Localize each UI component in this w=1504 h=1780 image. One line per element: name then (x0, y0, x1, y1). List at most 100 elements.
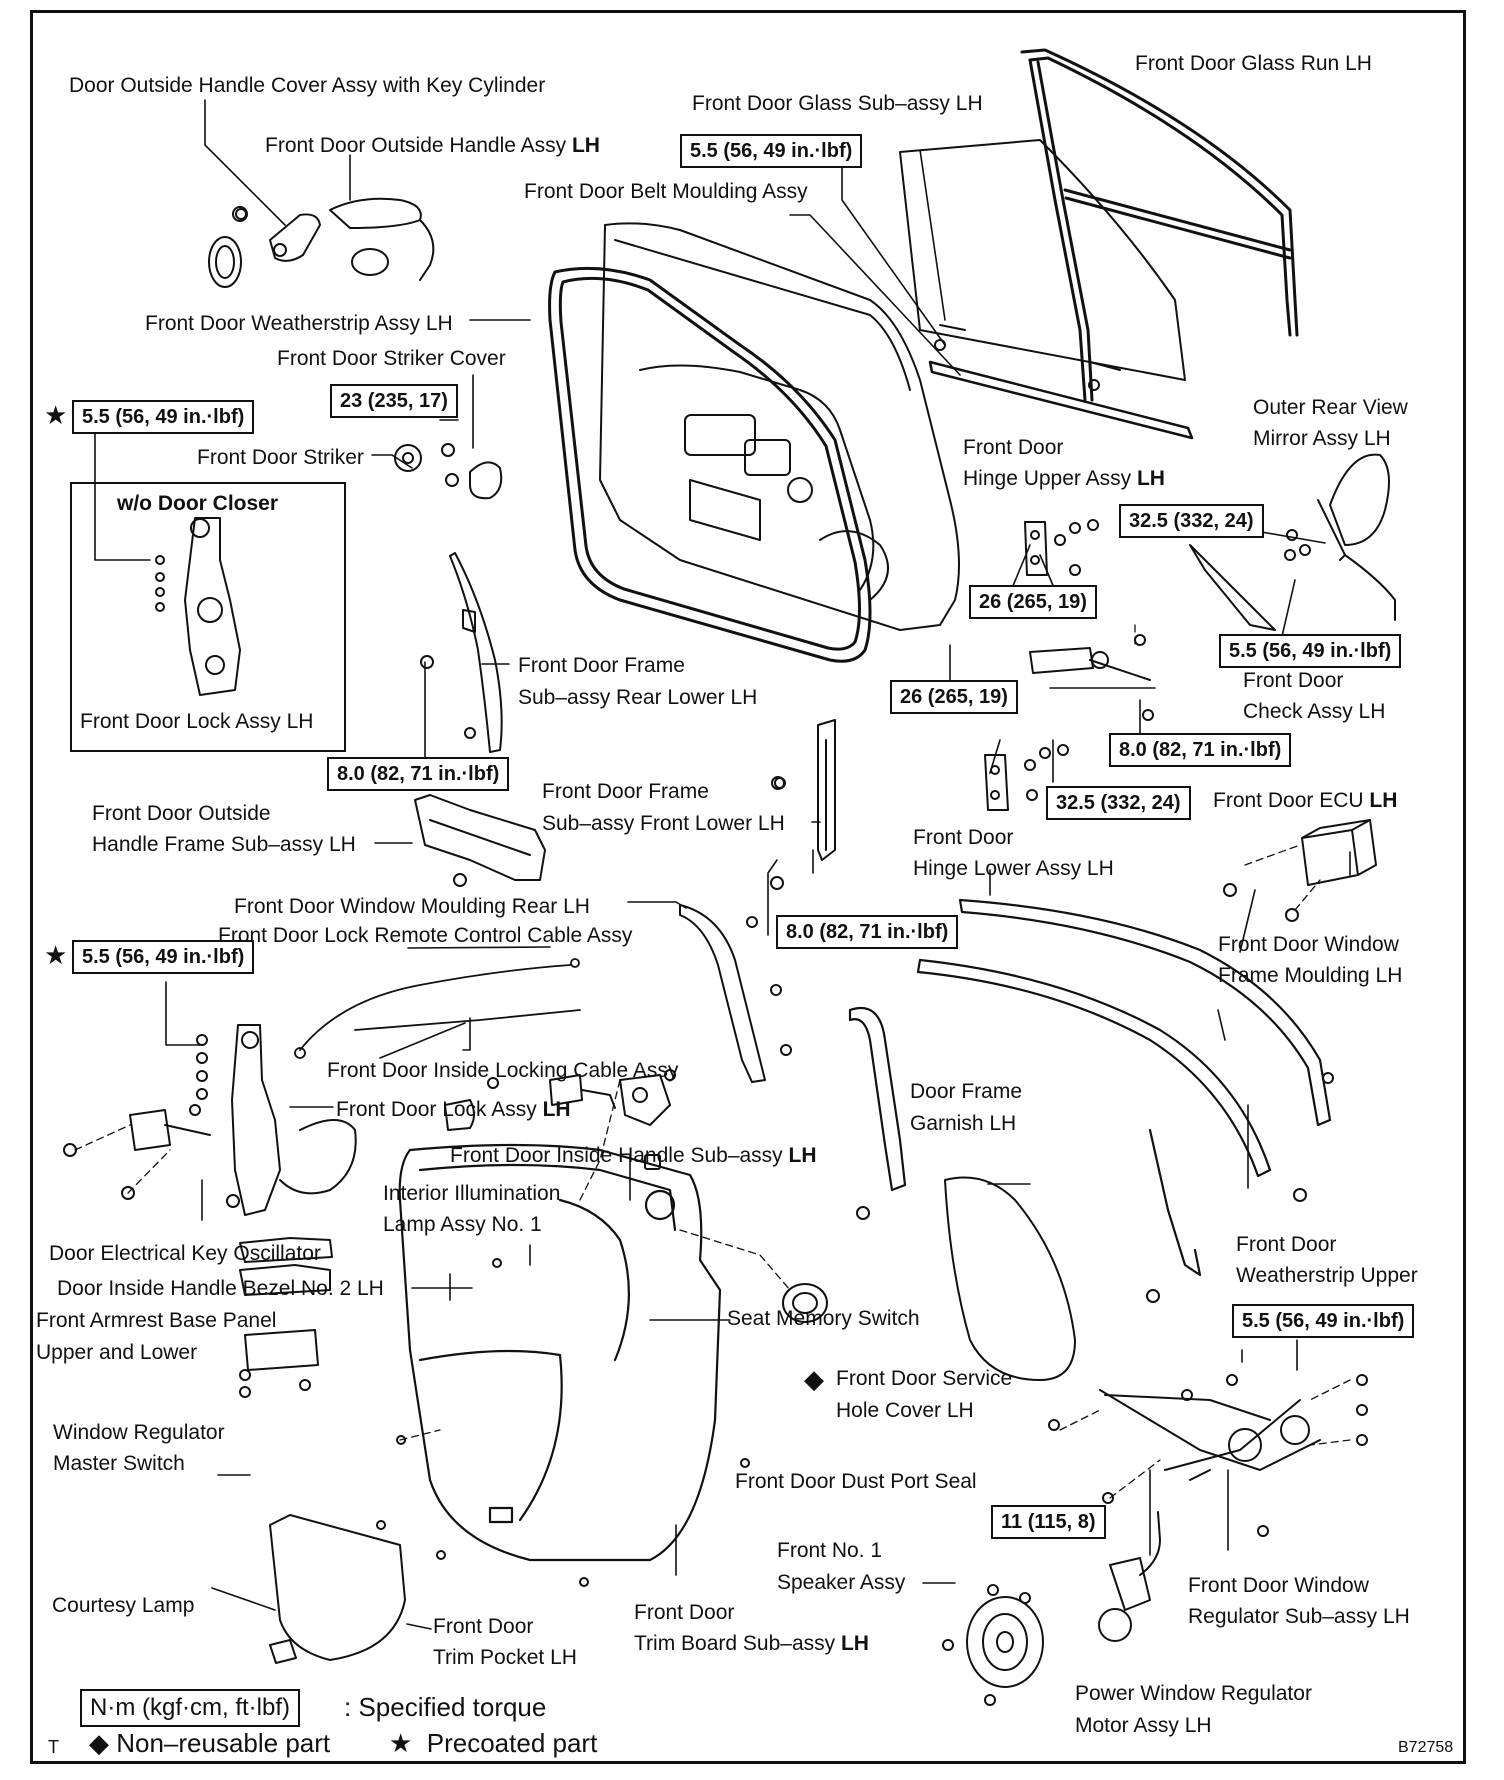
ecu-art (1223, 819, 1377, 922)
armrest-art (239, 1237, 333, 1398)
striker-art (394, 443, 503, 500)
label-illum-2: Lamp Assy No. 1 (383, 1213, 542, 1236)
label-outside-handle-text: Front Door Outside Handle Assy (265, 134, 567, 157)
label-motor-2: Motor Assy LH (1075, 1714, 1212, 1737)
label-glass-subassy-text: Front Door Glass Sub–assy (692, 92, 950, 115)
label-service-hole-2: Hole Cover LH (836, 1399, 974, 1422)
window-moulding-rear-art (679, 904, 792, 1083)
figure-id: B72758 (1398, 1739, 1454, 1756)
label-handle-frame-1: Front Door Outside (92, 802, 271, 825)
glass-run-art (1020, 48, 1299, 402)
label-key-oscillator: Door Electrical Key Oscillator (49, 1242, 321, 1265)
lock-lower-art (63, 1024, 357, 1216)
label-wo-closer: w/o Door Closer (117, 492, 279, 515)
label-outside-handle-lh: LH (571, 134, 600, 157)
precoated-star-icon-lower: ★ (44, 940, 68, 970)
label-handle-frame-2: Handle Frame Sub–assy LH (92, 833, 356, 856)
label-motor-1: Power Window Regulator (1075, 1682, 1312, 1705)
label-weatherstrip: Front Door Weatherstrip Assy LH (145, 312, 453, 335)
label-locking-cable: Front Door Inside Locking Cable Assy (327, 1059, 679, 1082)
label-frame-rear-2: Sub–assy Rear Lower LH (518, 686, 758, 709)
label-master-1: Window Regulator (53, 1421, 225, 1444)
label-ecu: Front Door ECU LH (1213, 785, 1397, 816)
label-lock-assy-lh: LH (542, 1098, 571, 1121)
regulator-art (1048, 1374, 1368, 1537)
label-inside-handle-text: Front Door Inside Handle Sub–assy (450, 1144, 783, 1167)
label-hinge-upper-2: Hinge Upper Assy LH (963, 463, 1165, 494)
torque-lock-top: 5.5 (56, 49 in.·lbf) (72, 400, 255, 434)
label-mirror-1: Outer Rear View (1253, 396, 1408, 419)
label-frame-front-1: Front Door Frame (542, 780, 709, 803)
frame-rear-lower-art (420, 552, 503, 753)
lock-closer-art (155, 517, 241, 696)
label-service-hole-1: Front Door Service (836, 1367, 1013, 1390)
label-hinge-upper-2-text: Hinge Upper Assy (963, 467, 1132, 490)
torque-check: 8.0 (82, 71 in.·lbf) (1109, 733, 1292, 767)
torque-regulator: 5.5 (56, 49 in.·lbf) (1232, 1304, 1415, 1338)
label-mirror-2: Mirror Assy LH (1253, 427, 1391, 450)
torque-glass: 5.5 (56, 49 in.·lbf) (680, 134, 863, 168)
label-frame-front-2: Sub–assy Front Lower LH (542, 812, 785, 835)
torque-hinge-lower-bolt: 32.5 (332, 24) (1046, 786, 1191, 820)
label-glass-subassy-lh: LH (955, 92, 983, 115)
label-bezel: Door Inside Handle Bezel No. 2 LH (57, 1277, 384, 1300)
dust-seal-art (782, 1283, 828, 1323)
legend-precoated: ★ Precoated part (389, 1726, 597, 1760)
label-striker-cover: Front Door Striker Cover (277, 347, 506, 370)
label-speaker-1-text: Front No. 1 (777, 1539, 883, 1562)
label-lock-assy: Front Door Lock Assy LH (336, 1094, 571, 1125)
loose-fasteners-art (235, 208, 1334, 1587)
torque-striker: 23 (235, 17) (330, 384, 458, 418)
label-glass-subassy: Front Door Glass Sub–assy LH (692, 88, 983, 119)
weatherstrip-art (548, 266, 872, 663)
label-frame-moulding-2: Frame Moulding LH (1218, 964, 1403, 987)
label-weather-upper-1: Front Door (1236, 1233, 1337, 1256)
label-lock-assy-text: Front Door Lock Assy (336, 1098, 537, 1121)
handle-frame-art (414, 794, 546, 887)
glass-art (899, 139, 1186, 381)
outside-handle-art (208, 197, 435, 288)
hinge-upper-art (1024, 519, 1099, 576)
without-door-closer-box: w/o Door Closer Front Door Lock Assy LH (70, 482, 346, 752)
belt-moulding-art (928, 360, 1194, 440)
label-trim-pocket-2: Trim Pocket LH (433, 1646, 577, 1669)
legend-nonreusable: ◆ Non–reusable part (89, 1726, 330, 1760)
mirror-art (1189, 453, 1396, 631)
label-garnish-2: Garnish LH (910, 1112, 1017, 1135)
label-illum-1: Interior Illumination (383, 1182, 561, 1205)
legend-nonreusable-text: Non–reusable part (116, 1728, 331, 1758)
label-glass-run: Front Door Glass Run LH (1135, 52, 1372, 75)
label-lock-assy-top: Front Door Lock Assy LH (80, 710, 314, 733)
label-master-2: Master Switch (53, 1452, 185, 1475)
torque-regulator-bolt: 11 (115, 8) (991, 1505, 1106, 1539)
corner-t-mark: T (48, 1737, 59, 1757)
label-check-2: Check Assy LH (1243, 700, 1386, 723)
check-art (1029, 634, 1154, 721)
torque-hinge-lower-nut: 26 (265, 19) (890, 680, 1018, 714)
label-garnish-1: Door Frame (910, 1080, 1023, 1103)
torque-mirror: 5.5 (56, 49 in.·lbf) (1219, 634, 1402, 668)
label-trim-board-2: Trim Board Sub–assy LH (634, 1628, 869, 1659)
label-striker: Front Door Striker (197, 446, 364, 469)
label-outside-cover: Door Outside Handle Cover Assy with Key … (69, 74, 546, 97)
label-hinge-upper-lh: LH (1136, 467, 1165, 490)
dashed-attachment-lines (74, 624, 1351, 1499)
label-outside-handle: Front Door Outside Handle Assy LH (265, 130, 600, 161)
frame-moulding-art (848, 898, 1332, 1277)
label-inside-handle: Front Door Inside Handle Sub–assy LH (450, 1140, 817, 1171)
label-hinge-upper-1: Front Door (963, 436, 1064, 459)
service-hole-cover-art (944, 1176, 1076, 1381)
precoated-star-icon: ★ (44, 400, 68, 430)
label-check-1: Front Door (1243, 669, 1344, 692)
label-speaker-2: Speaker Assy (777, 1571, 906, 1594)
hinge-lower-art (984, 744, 1069, 811)
trim-board-art (398, 1143, 722, 1562)
label-hinge-lower-2: Hinge Lower Assy LH (913, 857, 1114, 880)
label-ecu-lh: LH (1369, 789, 1398, 812)
label-trim-board-2-text: Trim Board Sub–assy (634, 1632, 836, 1655)
non-reusable-diamond-icon: ◆ (804, 1364, 824, 1394)
frame-front-lower-art (770, 719, 836, 890)
inside-handle-group-art (444, 1069, 676, 1170)
torque-lock-lower: 5.5 (56, 49 in.·lbf) (72, 940, 255, 974)
